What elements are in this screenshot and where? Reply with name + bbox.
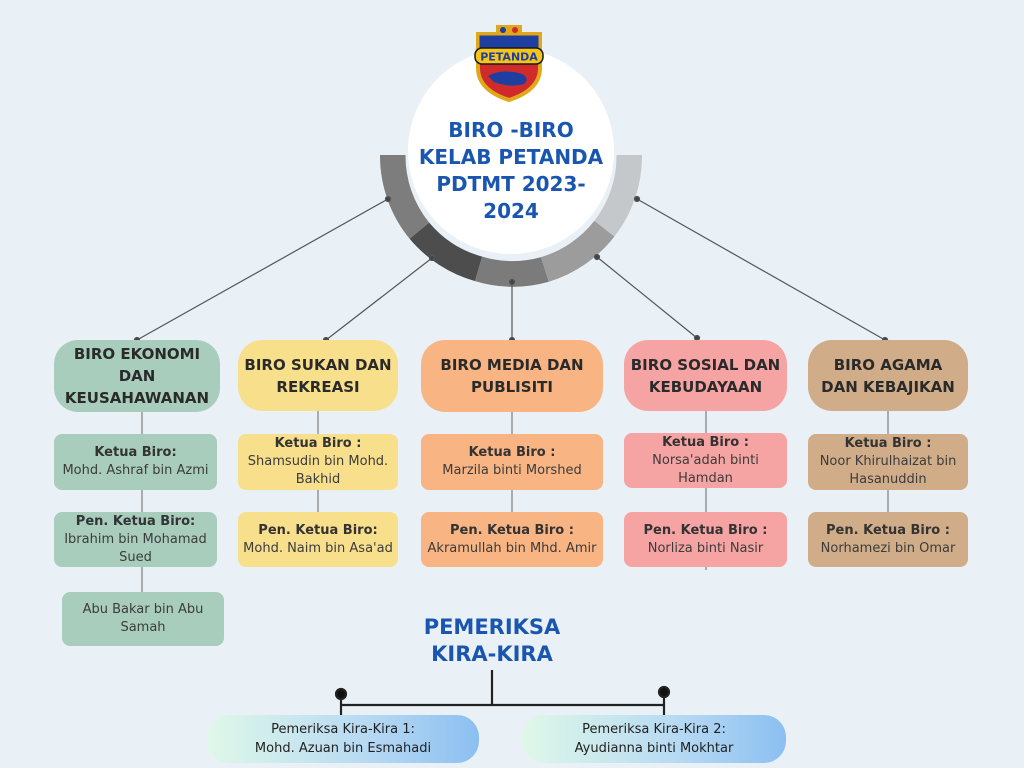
sukan-pen-name: Mohd. Naim bin Asa'ad (243, 540, 393, 556)
pemeriksa-1-label: Pemeriksa Kira-Kira 1: (271, 722, 415, 737)
sukan-pen-label: Pen. Ketua Biro: (258, 522, 378, 538)
pemeriksa-title: PEMERIKSA KIRA-KIRA (423, 615, 561, 666)
ring-segment-2 (409, 222, 483, 282)
ring-segment-1 (379, 155, 430, 239)
logo-text: PETANDA (480, 51, 538, 64)
pemeriksa-2-label: Pemeriksa Kira-Kira 2: (582, 722, 726, 737)
pemeriksa-1-name: Mohd. Azuan bin Esmahadi (254, 741, 432, 756)
sosial-ketua-name: Norsa'adah binti Hamdan (652, 452, 759, 486)
line-ekonomi (136, 198, 389, 341)
ekonomi-pen-name: Ibrahim bin Mohamad Sued (64, 531, 207, 565)
agama-pen-name: Norhamezi bin Omar (820, 540, 956, 556)
ekonomi-ketua-label: Ketua Biro: (94, 445, 177, 460)
sosial-pen-label: Pen. Ketua Biro : (643, 522, 768, 538)
sukan-ketua-name: Shamsudin bin Mohd. Bakhid (247, 454, 389, 487)
ekonomi-ahli-card: Abu Bakar bin Abu Samah (62, 592, 224, 646)
sosial-ketua-card: Ketua Biro : Norsa'adah binti Hamdan (624, 433, 787, 488)
hub-title: BIRO -BIRO KELAB PETANDA PDTMT 2023-2024 (418, 118, 604, 223)
ekonomi-ketua-card: Ketua Biro: Mohd. Ashraf bin Azmi (54, 434, 217, 490)
biro-sosial-header: BIRO SOSIAL DAN KEBUDAYAAN (624, 340, 787, 411)
pemeriksa-1-card: Pemeriksa Kira-Kira 1: Mohd. Azuan bin E… (207, 715, 479, 763)
biro-media-header: BIRO MEDIA DAN PUBLISITI (421, 340, 603, 412)
line-sukan (325, 257, 433, 341)
media-pen-name: Akramullah bin Mhd. Amir (427, 540, 597, 556)
media-pen-card: Pen. Ketua Biro : Akramullah bin Mhd. Am… (421, 512, 603, 567)
ring-segment-3 (475, 256, 549, 287)
sukan-ketua-label: Ketua Biro : (274, 436, 362, 451)
ekonomi-ahli-name: Abu Bakar bin Abu Samah (82, 602, 204, 635)
media-ketua-card: Ketua Biro : Marzila binti Morshed (421, 434, 603, 490)
ekonomi-pen-label: Pen. Ketua Biro: (75, 513, 196, 529)
agama-pen-label: Pen. Ketua Biro : (826, 522, 950, 538)
ring-segment-4 (541, 220, 615, 282)
sosial-ketua-label: Ketua Biro : (662, 434, 749, 450)
line-sosial (596, 256, 698, 339)
ekonomi-ketua-name: Mohd. Ashraf bin Azmi (62, 463, 209, 478)
biro-ekonomi-header: BIRO EKONOMI DAN KEUSAHAWANAN (54, 340, 220, 412)
pemeriksa-2-card: Pemeriksa Kira-Kira 2: Ayudianna binti M… (522, 715, 786, 763)
ekonomi-pen-card: Pen. Ketua Biro: Ibrahim bin Mohamad Sue… (54, 512, 217, 567)
media-pen-label: Pen. Ketua Biro : (450, 522, 574, 538)
ring-segment-5 (594, 155, 643, 237)
line-agama (636, 198, 886, 341)
media-ketua-name: Marzila binti Morshed (442, 463, 582, 478)
agama-ketua-card: Ketua Biro : Noor Khirulhaizat bin Hasan… (808, 434, 968, 490)
sosial-pen-name: Norliza binti Nasir (647, 540, 764, 556)
pemeriksa-2-name: Ayudianna binti Mokhtar (574, 741, 734, 756)
media-ketua-label: Ketua Biro : (468, 445, 556, 460)
agama-pen-card: Pen. Ketua Biro : Norhamezi bin Omar (808, 512, 968, 567)
biro-agama-header: BIRO AGAMA DAN KEBAJIKAN (808, 340, 968, 411)
agama-ketua-label: Ketua Biro : (844, 436, 932, 451)
biro-sukan-header: BIRO SUKAN DAN REKREASI (238, 340, 398, 411)
sukan-pen-card: Pen. Ketua Biro: Mohd. Naim bin Asa'ad (238, 512, 398, 567)
sukan-ketua-card: Ketua Biro : Shamsudin bin Mohd. Bakhid (238, 434, 398, 490)
agama-ketua-name: Noor Khirulhaizat bin Hasanuddin (819, 454, 957, 487)
sosial-pen-card: Pen. Ketua Biro : Norliza binti Nasir (624, 512, 787, 567)
petanda-logo: PETANDA (472, 22, 546, 103)
